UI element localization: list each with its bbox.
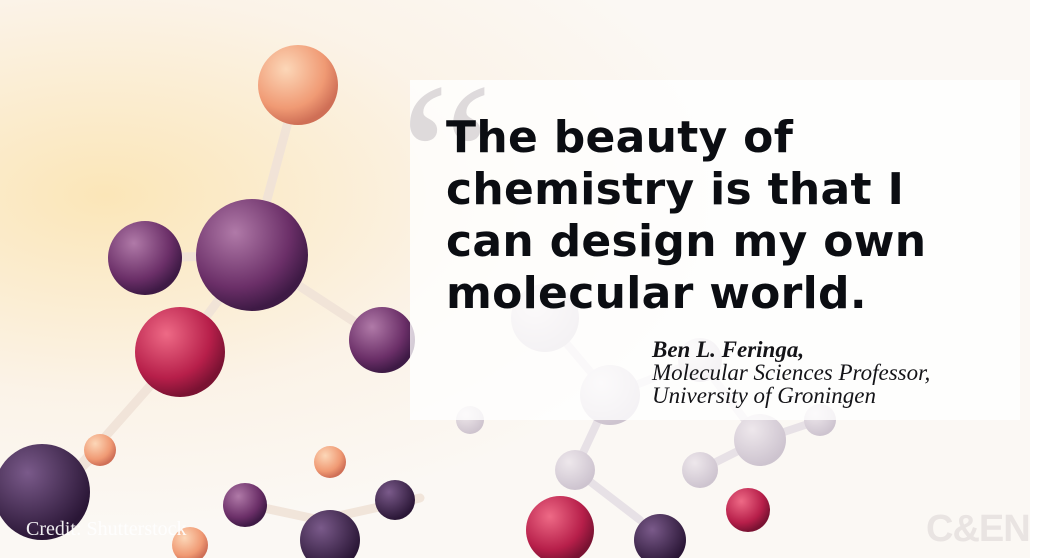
author-title: Molecular Sciences Professor, [652,360,931,385]
quote-text: The beauty of chemistry is that I can de… [446,112,1006,320]
quote-panel [410,80,1020,420]
quote-line: chemistry is that I [446,164,905,215]
quote-line: can design my own [446,216,927,267]
image-credit: Credit: Shutterstock [26,518,187,540]
quote-line: molecular world. [446,268,867,319]
attribution: Ben L. Feringa, Molecular Sciences Profe… [652,338,1032,407]
author-name: Ben L. Feringa, [652,337,805,362]
quote-line: The beauty of [446,112,794,163]
quotation-mark-icon: “ [400,41,494,273]
brand-logo: C&EN [926,508,1031,550]
author-affiliation: University of Groningen [652,383,877,408]
